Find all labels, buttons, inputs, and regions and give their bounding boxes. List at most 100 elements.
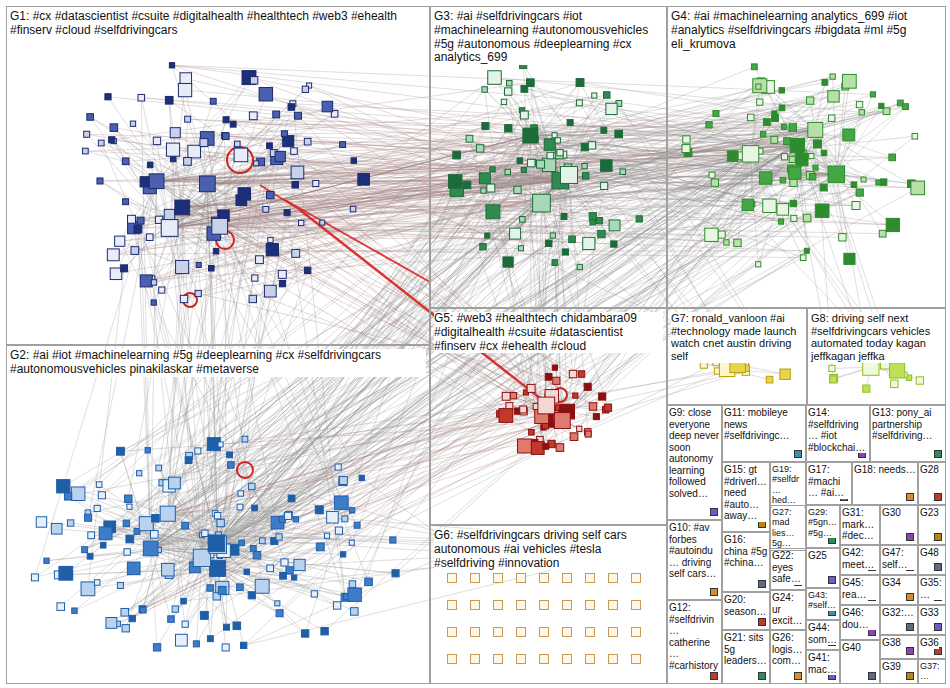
vertex-icon (224, 624, 230, 630)
network-edge (189, 368, 747, 460)
group-label: G44: som… (808, 622, 838, 645)
vertex-icon (784, 138, 791, 145)
vertex-icon (789, 167, 801, 179)
vertex-icon (267, 143, 273, 149)
vertex-icon (828, 166, 844, 182)
network-edge (207, 184, 345, 597)
vertex-icon (196, 262, 201, 267)
vertex-icon (275, 601, 280, 606)
vertex-icon (569, 370, 576, 377)
vertex-icon (172, 606, 178, 612)
vertex-icon (563, 601, 572, 610)
vertex-icon (145, 448, 150, 453)
group-panel: G39 (880, 659, 918, 684)
vertex-icon (200, 139, 208, 147)
vertex-icon (94, 580, 100, 586)
vertex-icon (886, 218, 899, 231)
vertex-icon (809, 173, 816, 180)
network-edge (168, 405, 546, 513)
vertex-icon (540, 655, 549, 664)
group-panel: G2: #ai #iot #machinelearning #5g #deepl… (6, 345, 430, 684)
vertex-icon (218, 442, 223, 447)
vertex-icon (175, 200, 190, 215)
vertex-icon (281, 131, 287, 137)
vertex-icon (935, 648, 942, 655)
vertex-icon (718, 231, 725, 238)
vertex-icon (609, 574, 618, 583)
vertex-icon (123, 199, 129, 205)
vertex-icon (809, 153, 814, 158)
vertex-icon (253, 551, 261, 559)
group-label: G33 (920, 607, 939, 619)
vertex-icon (335, 464, 341, 470)
network-edge (531, 146, 797, 163)
group-panel: G12: #selfdrivin… catherine… #carhistory (667, 600, 722, 684)
vertex-icon (777, 204, 789, 216)
group-label: G17: #machi… #ai… (808, 464, 850, 499)
vertex-icon (267, 191, 274, 198)
vertex-icon (880, 179, 886, 185)
group-label: G41: mac… (808, 652, 838, 675)
vertex-icon (869, 673, 876, 680)
vertex-icon (139, 606, 146, 613)
vertex-icon (295, 112, 302, 119)
vertex-icon (200, 176, 216, 192)
vertex-icon (57, 603, 65, 611)
vertex-icon (223, 117, 229, 123)
vertex-icon (772, 115, 779, 122)
vertex-icon (780, 369, 790, 379)
vertex-icon (636, 216, 642, 222)
group-panel: G42: meet… (840, 545, 880, 575)
vertex-icon (611, 241, 617, 247)
vertex-icon (570, 433, 578, 441)
vertex-icon (485, 233, 490, 238)
vertex-icon (494, 601, 503, 610)
vertex-icon (138, 94, 145, 101)
vertex-icon (601, 127, 607, 133)
group-label: G18: needs… (854, 464, 916, 476)
vertex-icon (632, 601, 641, 610)
vertex-icon (59, 566, 73, 580)
vertex-icon (577, 426, 582, 431)
vertex-icon (71, 487, 85, 501)
group-label: G27: mad lies… 5g… (772, 507, 804, 548)
vertex-icon (781, 154, 787, 160)
vertex-icon (365, 578, 373, 586)
vertex-icon (249, 483, 255, 489)
vertex-icon (351, 608, 359, 616)
vertex-icon (540, 601, 549, 610)
vertex-icon (563, 574, 572, 583)
vertex-icon (153, 644, 160, 651)
vertex-icon (789, 156, 795, 162)
group-panel: G13: pony_ai partnership #selfdriving… (870, 405, 946, 462)
vertex-icon (302, 86, 308, 92)
vertex-icon (711, 179, 718, 186)
vertex-icon (127, 504, 132, 509)
vertex-icon (711, 589, 718, 596)
vertex-icon (592, 93, 597, 98)
vertex-icon (830, 374, 838, 382)
group-label: G19: #selfdr… hed… (772, 464, 804, 505)
vertex-icon (146, 234, 153, 241)
network-edge (562, 154, 750, 421)
vertex-icon (563, 655, 572, 664)
network-edge (457, 155, 567, 411)
vertex-icon (911, 181, 925, 195)
vertex-icon (51, 523, 62, 534)
vertex-icon (233, 622, 241, 630)
vertex-icon (466, 135, 473, 142)
vertex-icon (912, 133, 918, 139)
vertex-icon (117, 582, 123, 588)
vertex-icon (879, 103, 884, 108)
vertex-icon (601, 160, 612, 171)
vertex-icon (182, 621, 188, 627)
vertex-icon (510, 228, 521, 239)
group-label: G31: mark… #dec… (842, 507, 878, 542)
network-edge (325, 174, 837, 631)
vertex-icon (916, 377, 923, 384)
vertex-icon (935, 624, 942, 631)
vertex-icon (561, 166, 578, 183)
vertex-icon (573, 393, 578, 398)
vertex-icon (137, 471, 142, 476)
vertex-icon (742, 199, 753, 210)
